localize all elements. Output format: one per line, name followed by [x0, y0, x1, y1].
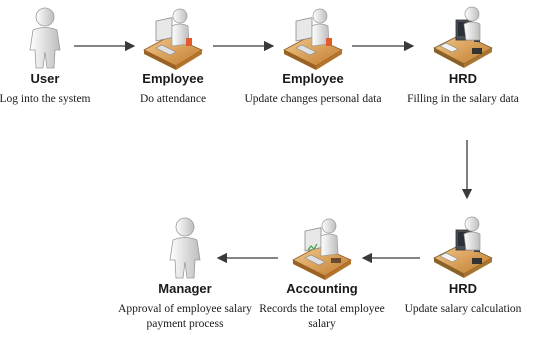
node-description: Do attendance: [139, 93, 207, 105]
person-icon: [29, 7, 61, 69]
node-accounting: Accounting Records the total employee sa…: [247, 216, 397, 332]
person-at-computer-icon: [283, 8, 343, 70]
person-at-computer-icon: [292, 218, 352, 280]
node-hrd-salary-calculation: HRD Update salary calculation: [388, 216, 535, 317]
node-title: HRD: [448, 71, 478, 86]
node-description: Log into the system: [0, 93, 91, 105]
node-description: Update salary calculation: [404, 303, 522, 315]
node-description: Approval of employee salary payment proc…: [118, 303, 252, 330]
node-employee-attendance: Employee Do attendance: [98, 6, 248, 107]
node-title: User: [30, 71, 60, 86]
person-at-computer-icon: [143, 8, 203, 70]
node-description: Filling in the salary data: [407, 93, 519, 105]
person-at-workstation-icon: [433, 216, 493, 278]
node-manager: Manager Approval of employee salary paym…: [110, 216, 260, 332]
person-at-workstation-icon: [433, 6, 493, 68]
node-title: Accounting: [286, 281, 358, 296]
node-description: Update changes personal data: [244, 93, 382, 105]
person-icon: [169, 217, 201, 279]
node-title: HRD: [448, 281, 478, 296]
node-hrd-salary-data: HRD Filling in the salary data: [388, 6, 535, 107]
node-title: Manager: [158, 281, 212, 296]
node-employee-update: Employee Update changes personal data: [238, 6, 388, 107]
node-title: Employee: [282, 71, 344, 86]
node-user: User Log into the system: [0, 6, 120, 107]
node-description: Records the total employee salary: [259, 303, 385, 330]
node-title: Employee: [142, 71, 204, 86]
